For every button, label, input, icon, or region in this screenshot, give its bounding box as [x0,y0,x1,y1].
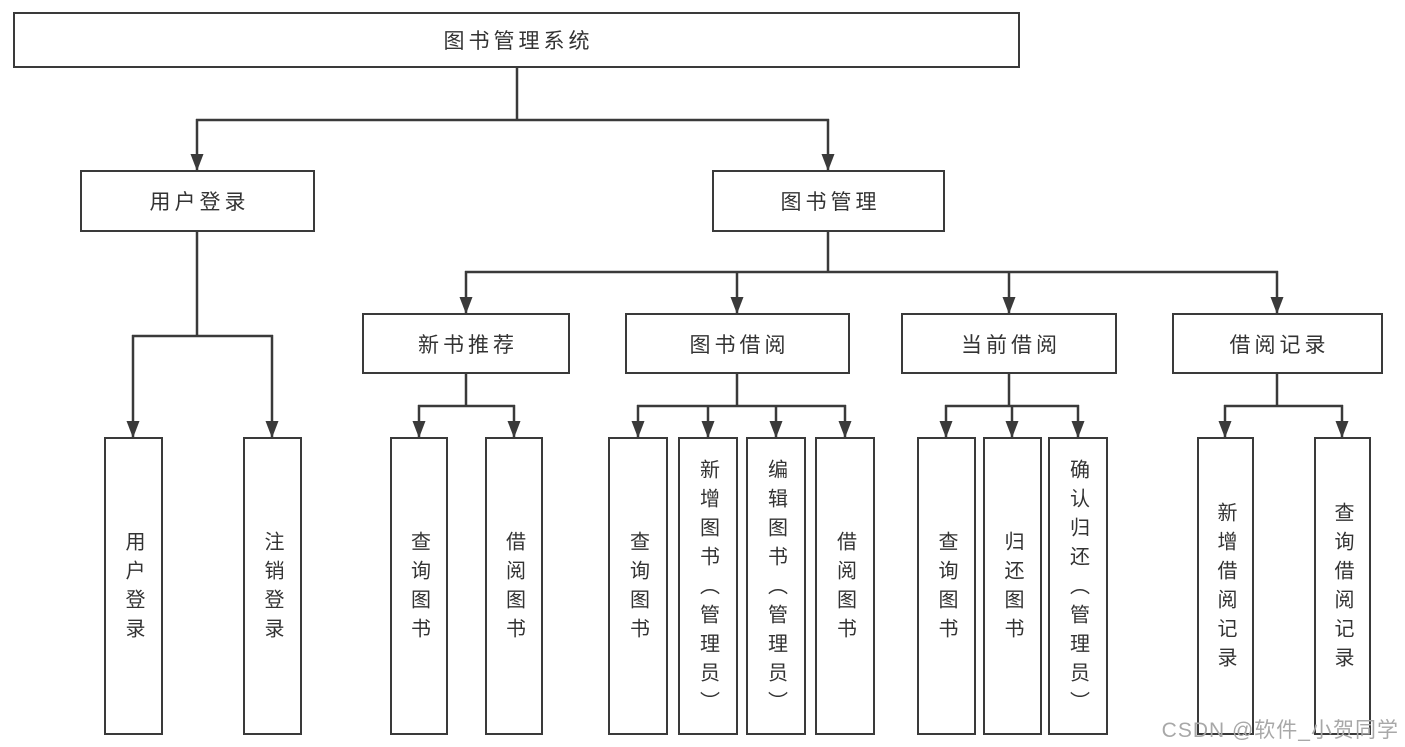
leaf-borrowing-query-books: 查询图书 [608,437,668,735]
leaf-records-add-record: 新增借阅记录 [1197,437,1254,735]
leaf-records-query-record: 查询借阅记录 [1314,437,1371,735]
node-borrowing-records: 借阅记录 [1172,313,1383,374]
node-library-system: 图书管理系统 [13,12,1020,68]
node-user-login: 用户登录 [80,170,315,232]
leaf-user-login: 用户登录 [104,437,163,735]
watermark: CSDN @软件_小贺同学 [1161,719,1399,742]
leaf-current-confirm-return-admin: 确认归还（管理员） [1048,437,1108,735]
node-current-borrowing: 当前借阅 [901,313,1117,374]
leaf-recommend-query-books: 查询图书 [390,437,448,735]
node-new-book-recommend: 新书推荐 [362,313,570,374]
leaf-current-return-books: 归还图书 [983,437,1042,735]
leaf-current-query-books: 查询图书 [917,437,976,735]
leaf-logout: 注销登录 [243,437,302,735]
leaf-borrowing-borrow-books: 借阅图书 [815,437,875,735]
leaf-borrowing-add-books-admin: 新增图书（管理员） [678,437,738,735]
node-book-borrowing: 图书借阅 [625,313,850,374]
node-book-management: 图书管理 [712,170,945,232]
leaf-borrowing-edit-books-admin: 编辑图书（管理员） [746,437,806,735]
leaf-recommend-borrow-books: 借阅图书 [485,437,543,735]
